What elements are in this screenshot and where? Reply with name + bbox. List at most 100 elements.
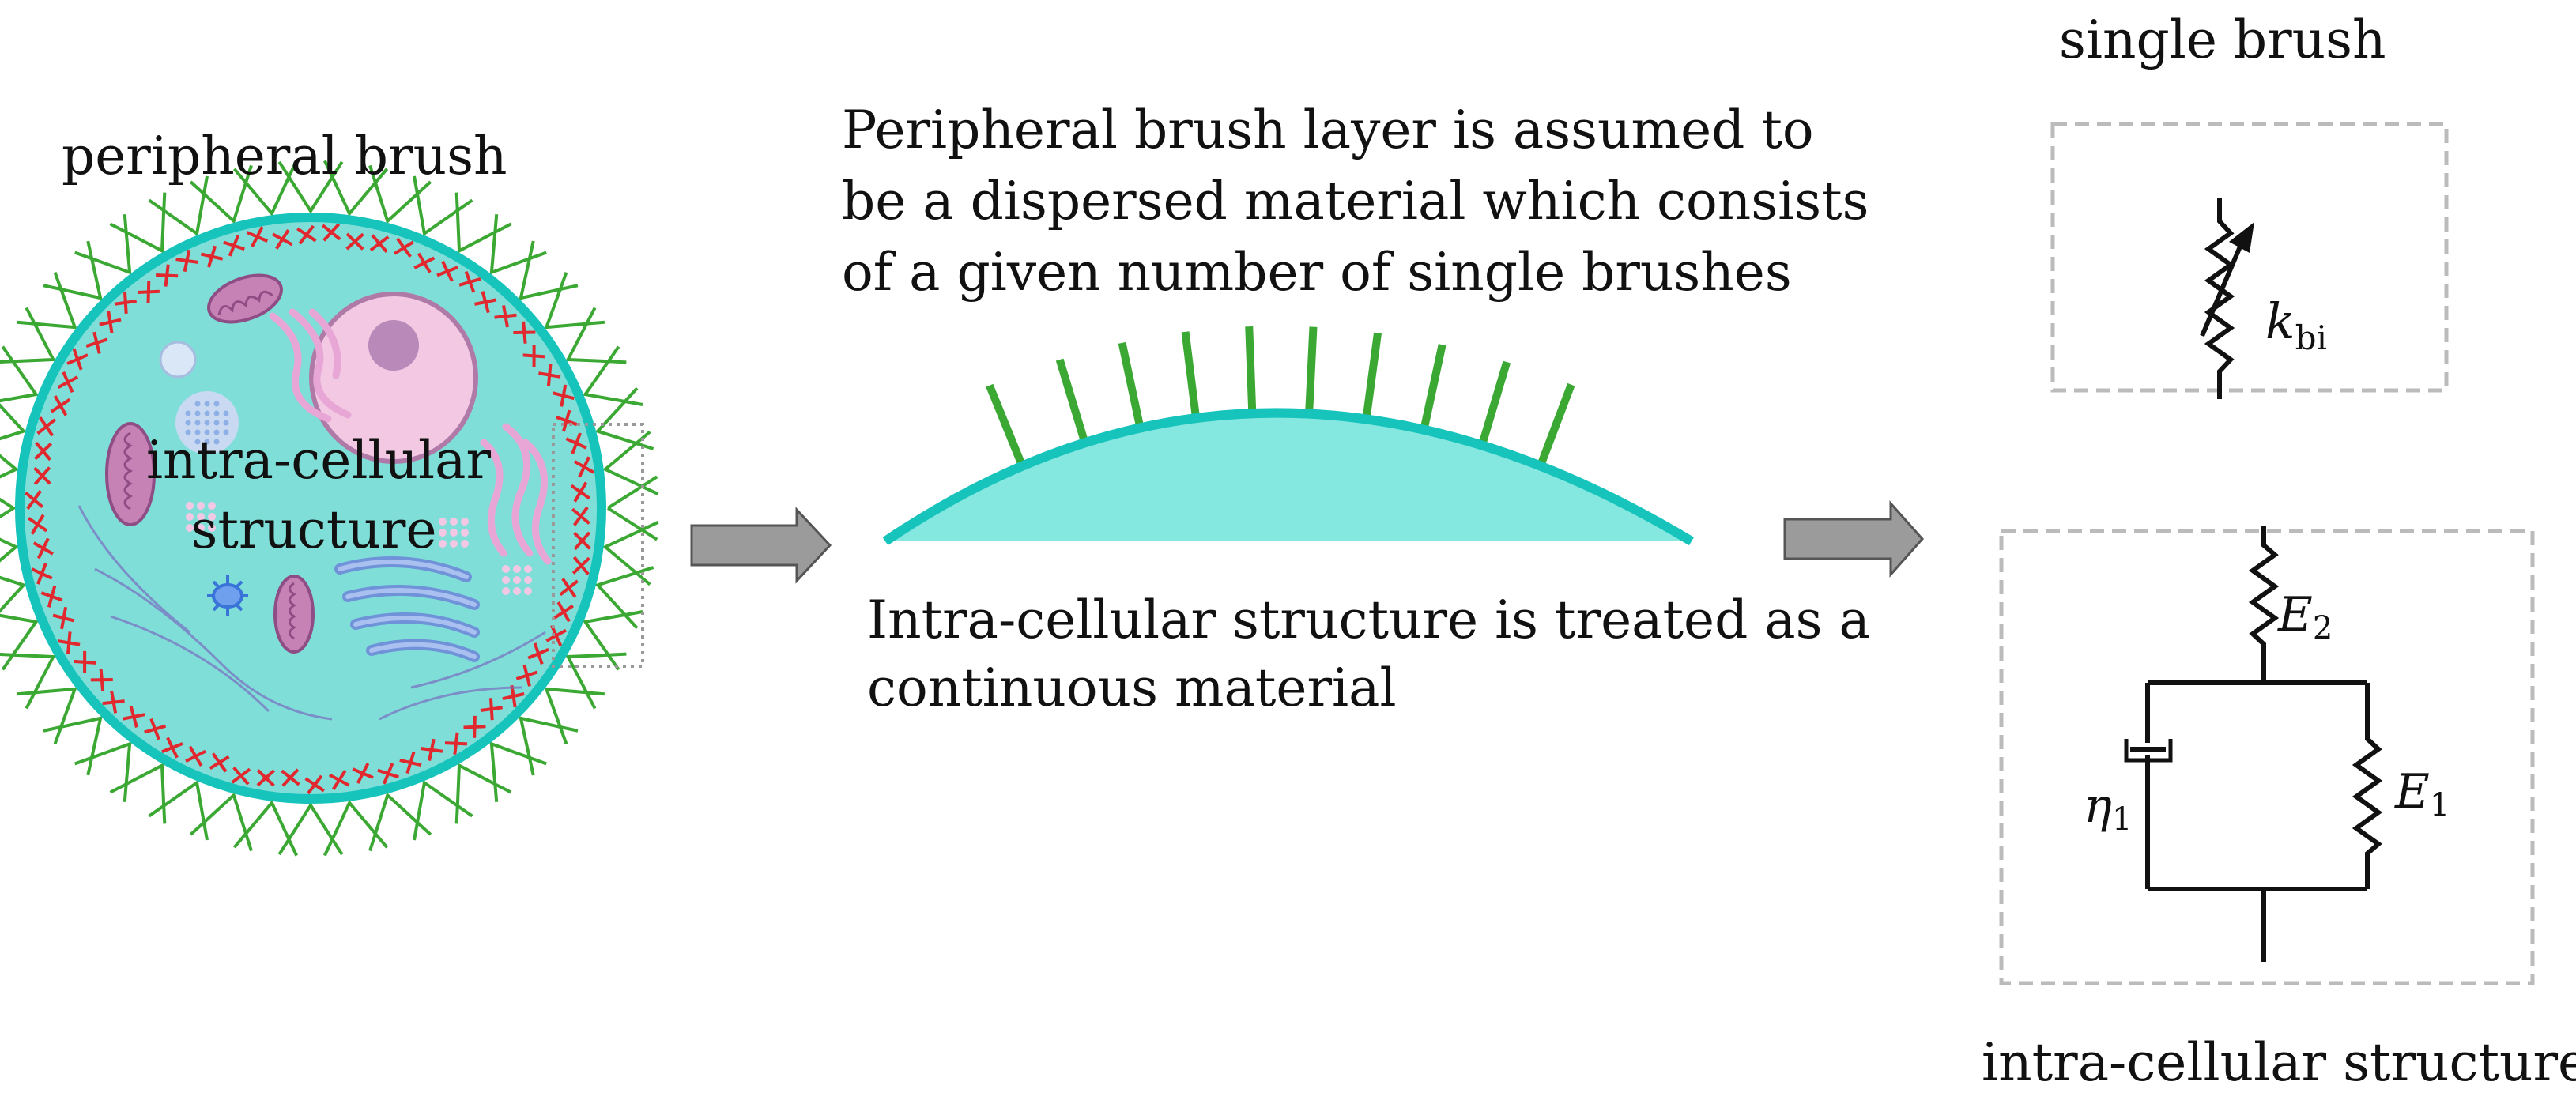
cross-link <box>369 235 390 252</box>
nucleus <box>309 292 478 464</box>
vesicle <box>502 576 510 584</box>
brush-tip <box>413 822 419 841</box>
brush-tip <box>494 782 512 794</box>
cross-link <box>561 578 577 598</box>
cell-cap-illustration <box>882 326 1695 546</box>
vesicle <box>450 540 458 548</box>
lysosome-dot <box>185 429 191 435</box>
brush-tip <box>416 821 432 836</box>
vesicle <box>524 576 532 584</box>
cross-link <box>73 659 96 665</box>
cross-link <box>52 613 75 623</box>
e1-label: E1 <box>2394 764 2450 823</box>
brush-tip <box>277 838 291 856</box>
cap-brush <box>1245 326 1257 417</box>
spring-e2-icon <box>2248 526 2280 683</box>
vesicle <box>208 502 216 510</box>
cross-link <box>32 541 54 556</box>
single-brush-spring-icon <box>2200 198 2247 399</box>
cap-brush <box>1304 326 1318 417</box>
vesicle <box>439 540 447 548</box>
brush-tip <box>641 475 658 488</box>
brush-tip <box>641 528 658 541</box>
brush-tip <box>635 571 651 586</box>
cross-link <box>207 245 217 268</box>
cytoskeleton-filaments <box>77 505 546 721</box>
e2-subscript: 2 <box>2313 610 2333 646</box>
lysosome-dot <box>223 429 229 435</box>
nucleolus <box>368 320 419 371</box>
eta-subscript: 1 <box>2112 801 2132 838</box>
vesicle <box>439 529 447 537</box>
brush-tip <box>624 386 639 403</box>
cap-brushes <box>986 326 1575 470</box>
cross-link <box>552 391 575 401</box>
brush-tip <box>368 833 377 852</box>
brush-tip <box>607 345 620 363</box>
cap-brush <box>1181 331 1201 422</box>
cross-link <box>123 713 145 721</box>
brush-tip <box>330 160 344 178</box>
cap-brush <box>1361 332 1382 424</box>
brush-tip <box>585 691 597 710</box>
brush-tip <box>586 691 605 696</box>
k-subscript: bi <box>2295 318 2327 357</box>
vesicle <box>197 502 205 510</box>
spring-e1-icon <box>2352 683 2383 889</box>
cross-link <box>102 699 125 706</box>
cross-link <box>183 249 191 273</box>
lysosome-dot <box>213 410 220 416</box>
cross-link <box>394 240 415 255</box>
cross-link <box>144 724 167 734</box>
vesicle <box>513 565 521 573</box>
brush-tip <box>25 691 36 710</box>
vesicle <box>450 529 458 537</box>
brush-tip <box>53 272 63 290</box>
brush-tip <box>456 198 473 212</box>
cross-link <box>405 752 416 774</box>
brush-tip <box>624 610 643 616</box>
lysosome-dot <box>185 420 191 426</box>
vesicle <box>208 513 216 521</box>
brush-tip <box>322 160 334 178</box>
lysosome-dot <box>204 439 210 445</box>
lysosome-dot <box>204 429 210 435</box>
brush-tip <box>413 175 419 194</box>
cross-link <box>251 226 264 247</box>
outer-brush-ring <box>0 160 659 857</box>
cross-link <box>345 232 364 251</box>
vesicle <box>461 540 469 548</box>
brush-tip <box>558 272 568 290</box>
k-bi-label: kbi <box>2265 292 2327 357</box>
vesicle-small <box>159 341 197 379</box>
brush-tip <box>74 755 92 766</box>
lysosome-dot <box>223 410 229 416</box>
cross-link <box>92 331 101 354</box>
brush-tip <box>374 168 389 184</box>
vesicle <box>439 518 447 526</box>
lysosome-dot <box>194 429 201 435</box>
vesicle <box>450 518 458 526</box>
cross-link <box>533 642 544 665</box>
brush-tip <box>123 784 128 803</box>
cross-link <box>281 768 300 787</box>
brush-tip <box>86 757 94 776</box>
brush-tip <box>529 755 547 766</box>
brush-tip <box>527 757 535 776</box>
cross-link <box>538 371 561 379</box>
brush-tip <box>232 168 247 184</box>
cap-brush <box>1419 344 1446 434</box>
lysosome-dot <box>194 410 201 416</box>
brush-tip <box>148 804 165 818</box>
brush-tip <box>43 725 62 733</box>
brush-tip <box>74 251 92 261</box>
brush-tip <box>585 307 597 325</box>
cross-link <box>428 738 436 762</box>
cross-link <box>550 624 563 646</box>
brush-tip <box>624 400 643 406</box>
dashpot-icon <box>2124 739 2173 763</box>
variable-arrowhead-icon <box>2229 222 2254 253</box>
brush-tip <box>1 654 14 671</box>
cap-brush <box>1535 382 1575 470</box>
brush-tip <box>456 804 473 818</box>
